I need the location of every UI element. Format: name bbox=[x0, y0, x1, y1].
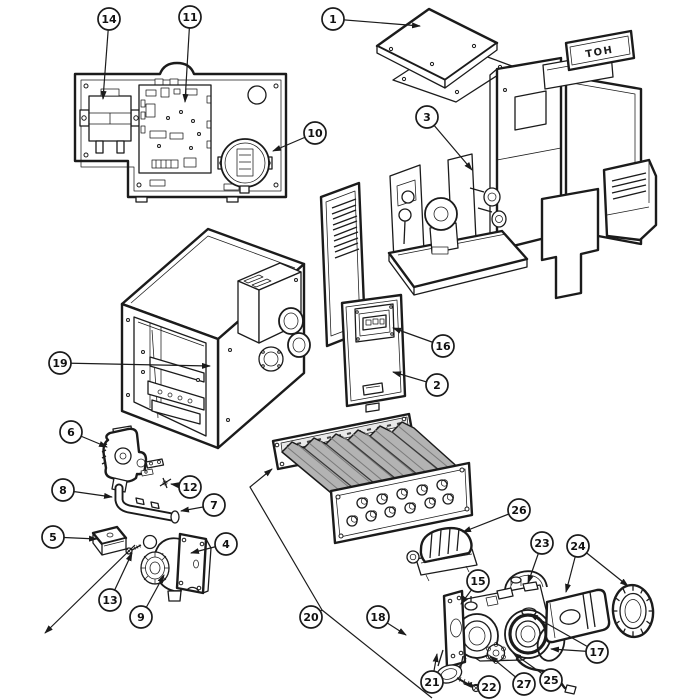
callout-18 bbox=[366, 605, 390, 629]
front-door-panel bbox=[340, 293, 407, 413]
callout-20 bbox=[299, 605, 323, 629]
cabinet-pipe-ports bbox=[258, 307, 311, 372]
callout-label-20: 20 bbox=[303, 611, 319, 624]
callout-9 bbox=[129, 605, 153, 629]
callout-label-19: 19 bbox=[52, 357, 67, 370]
callout-label-11: 11 bbox=[182, 11, 197, 24]
callout-label-23: 23 bbox=[534, 537, 549, 550]
callout-label-16: 16 bbox=[435, 340, 451, 353]
callout-label-6: 6 bbox=[67, 426, 75, 439]
callout-label-10: 10 bbox=[307, 127, 323, 140]
callout-label-15: 15 bbox=[470, 575, 485, 588]
callout-label-4: 4 bbox=[222, 538, 230, 551]
callout-label-12: 12 bbox=[182, 481, 197, 494]
callout-16 bbox=[431, 334, 455, 358]
leader-1 bbox=[332, 18, 421, 29]
leader-11 bbox=[182, 16, 191, 103]
leader-20 bbox=[249, 468, 323, 618]
callout-13 bbox=[98, 588, 122, 612]
union-tailpiece-part bbox=[544, 588, 611, 644]
blower-assembly bbox=[140, 532, 212, 602]
callout-11 bbox=[178, 5, 202, 29]
callout-7 bbox=[202, 493, 226, 517]
inlet-flange-part bbox=[442, 589, 467, 669]
leader-14 bbox=[100, 18, 110, 100]
pressure-switch-part bbox=[217, 138, 273, 194]
exchanger-tube-nipples bbox=[346, 479, 455, 527]
union-nut-part bbox=[611, 583, 655, 639]
callout-label-25: 25 bbox=[543, 674, 558, 687]
water-manifold-assembly bbox=[435, 570, 577, 695]
callout-1 bbox=[321, 7, 345, 31]
callout-14 bbox=[97, 7, 121, 31]
manifold-right-port bbox=[504, 609, 552, 659]
callout-19 bbox=[48, 351, 72, 375]
callout-label-26: 26 bbox=[511, 504, 527, 517]
callout-17 bbox=[585, 640, 609, 664]
callout-label-27: 27 bbox=[516, 678, 531, 691]
burner-assembly bbox=[387, 153, 529, 296]
lower-center-panel bbox=[540, 187, 600, 300]
callout-24 bbox=[566, 534, 590, 558]
assembly-line-1 bbox=[44, 544, 136, 634]
burner-blower-wheel bbox=[424, 197, 458, 231]
callout-label-17: 17 bbox=[589, 646, 604, 659]
leader-19 bbox=[59, 362, 211, 369]
callout-2 bbox=[425, 373, 449, 397]
gas-pipe-part bbox=[114, 483, 180, 524]
callout-3 bbox=[415, 105, 439, 129]
heat-exchanger bbox=[271, 412, 474, 545]
hot-label-panel: TOH bbox=[564, 29, 636, 72]
callout-5 bbox=[41, 525, 65, 549]
callout-label-2: 2 bbox=[433, 379, 441, 392]
callout-22 bbox=[477, 675, 501, 699]
mounting-bracket-part bbox=[91, 525, 128, 556]
heater-cabinet bbox=[120, 227, 311, 450]
rear-panels: TOH bbox=[489, 29, 658, 300]
callout-label-1: 1 bbox=[329, 13, 337, 26]
vent-hood-bracket bbox=[602, 158, 658, 242]
assembly-line-2 bbox=[321, 609, 433, 699]
small-o-ring-part bbox=[521, 607, 537, 617]
control-panel-enclosure bbox=[73, 61, 288, 203]
callout-27 bbox=[512, 672, 536, 696]
callout-26 bbox=[507, 498, 531, 522]
callout-21 bbox=[420, 670, 444, 694]
callout-label-24: 24 bbox=[570, 540, 586, 553]
top-lid-part bbox=[375, 7, 513, 103]
callout-label-13: 13 bbox=[102, 594, 117, 607]
callout-25 bbox=[539, 668, 563, 692]
callout-label-9: 9 bbox=[137, 611, 145, 624]
bypass-valve-part bbox=[406, 526, 478, 582]
callout-label-3: 3 bbox=[423, 111, 431, 124]
callout-10 bbox=[303, 121, 327, 145]
display-bezel bbox=[354, 303, 395, 343]
callout-label-7: 7 bbox=[210, 499, 218, 512]
callout-4 bbox=[214, 532, 238, 556]
gas-valve-part bbox=[101, 425, 148, 493]
callout-15 bbox=[466, 569, 490, 593]
callout-label-8: 8 bbox=[59, 484, 67, 497]
callout-label-18: 18 bbox=[370, 611, 385, 624]
hot-label-text: TOH bbox=[585, 45, 615, 61]
leader-17 bbox=[529, 613, 598, 653]
clip-parts bbox=[140, 458, 172, 489]
callout-12 bbox=[178, 475, 202, 499]
callout-label-21: 21 bbox=[424, 676, 439, 689]
callout-23 bbox=[530, 531, 554, 555]
control-board-part bbox=[138, 78, 212, 174]
callout-label-5: 5 bbox=[49, 531, 57, 544]
callout-label-14: 14 bbox=[101, 13, 117, 26]
callout-label-22: 22 bbox=[481, 681, 496, 694]
callout-8 bbox=[51, 478, 75, 502]
transformer-part bbox=[79, 88, 141, 154]
callout-6 bbox=[59, 420, 83, 444]
